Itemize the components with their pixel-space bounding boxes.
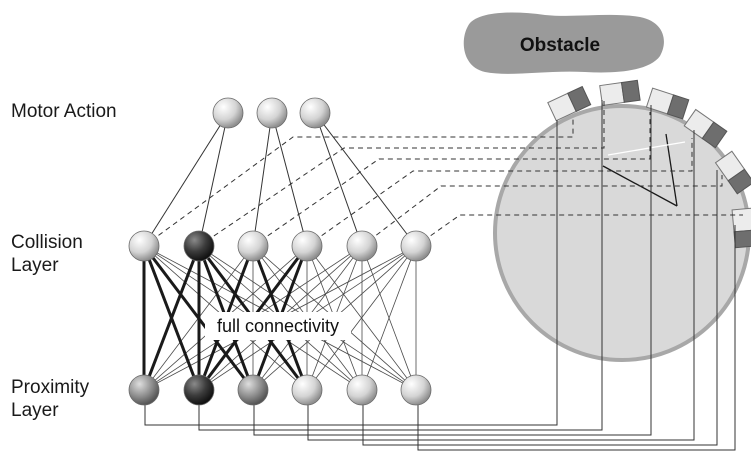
collision-layer-label: Collision bbox=[11, 232, 83, 253]
collision-motor-links bbox=[143, 112, 417, 247]
proximity-node bbox=[183, 374, 215, 406]
sensor bbox=[683, 108, 728, 149]
motor-layer bbox=[212, 97, 331, 129]
collision-node bbox=[346, 230, 378, 262]
sensor bbox=[714, 150, 751, 195]
full-connectivity-label: full connectivity bbox=[217, 316, 339, 336]
collision-node bbox=[183, 230, 215, 262]
connection-link bbox=[306, 245, 417, 391]
collision-layer-label-2: Layer bbox=[11, 255, 59, 276]
collision-node bbox=[291, 230, 323, 262]
sensor bbox=[599, 79, 641, 106]
collision-layer bbox=[128, 230, 432, 262]
sensor-wiring bbox=[144, 100, 736, 451]
collision-node bbox=[128, 230, 160, 262]
proximity-layer bbox=[128, 374, 432, 406]
sensor-array bbox=[547, 79, 751, 249]
proximity-layer-label: Proximity bbox=[11, 377, 90, 398]
proximity-node bbox=[237, 374, 269, 406]
sensor-dashed-links bbox=[143, 100, 743, 247]
proximity-node bbox=[346, 374, 378, 406]
sensor bbox=[645, 87, 690, 120]
collision-node bbox=[237, 230, 269, 262]
motor-node bbox=[256, 97, 288, 129]
proximity-node bbox=[291, 374, 323, 406]
motor-node bbox=[299, 97, 331, 129]
obstacle-shape bbox=[463, 12, 664, 74]
motor-node bbox=[212, 97, 244, 129]
proximity-node bbox=[400, 374, 432, 406]
connection-link bbox=[361, 245, 417, 391]
proximity-node bbox=[128, 374, 160, 406]
sensor bbox=[547, 85, 592, 122]
sensor bbox=[731, 207, 751, 249]
strong-link bbox=[142, 245, 201, 391]
obstacle-label: Obstacle bbox=[520, 35, 600, 56]
full-connectivity-box bbox=[205, 312, 351, 340]
collision-node bbox=[400, 230, 432, 262]
proximity-layer-label-2: Layer bbox=[11, 400, 59, 421]
motor-action-label: Motor Action bbox=[11, 101, 117, 122]
